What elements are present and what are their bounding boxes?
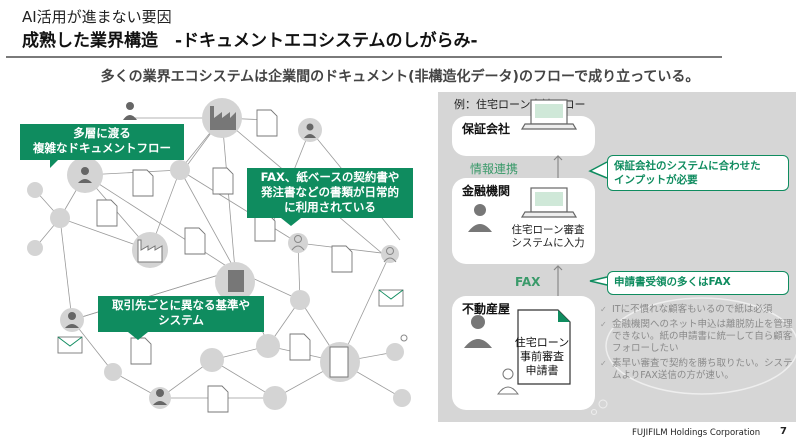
document-icon xyxy=(184,227,206,255)
doc-line: 事前審査 xyxy=(520,350,564,363)
laptop-icon xyxy=(520,187,578,218)
factory-icon xyxy=(210,106,236,130)
fax-receipt-bubble: 申請書受領の多くはFAX xyxy=(607,271,789,295)
node xyxy=(256,334,280,358)
note-line: 住宅ローン審査 xyxy=(511,224,585,236)
bubble-line: 申請書受領の多くはFAX xyxy=(614,276,731,288)
document-icon xyxy=(212,167,234,195)
bubble-line: 保証会社のシステムに合わせた xyxy=(614,160,761,172)
document-network-diagram xyxy=(27,98,411,413)
realtor-label: 不動産屋 xyxy=(462,302,511,316)
thought-item: 素早い審査で契約を勝ち取りたい。システムよりFAX送信の方が速い。 xyxy=(600,358,796,382)
person-outline-icon xyxy=(291,235,408,342)
factory-icon xyxy=(137,239,163,263)
female-person-icon xyxy=(468,204,492,232)
document-icon xyxy=(254,214,276,242)
doc-line: 住宅ローン xyxy=(514,336,570,349)
bank-label: 金融機関 xyxy=(462,184,511,198)
callout-line: システム xyxy=(158,313,204,327)
callout-line: 発注書などの書類が日常的 xyxy=(261,185,399,199)
bank-box: 金融機関 xyxy=(452,178,595,264)
document-icon xyxy=(207,385,229,413)
callout-multi-layer-flow: 多層に渡る 複雑なドキュメントフロー xyxy=(20,124,184,168)
callout-line: FAX、紙ベースの契約書や xyxy=(260,170,400,184)
document-icon xyxy=(132,169,154,197)
node xyxy=(290,290,310,310)
node xyxy=(170,160,190,180)
flow-arrows xyxy=(553,155,563,296)
guarantor-label: 保証会社 xyxy=(462,122,511,136)
flow-graphics xyxy=(464,99,796,415)
note-line: システムに入力 xyxy=(511,237,585,249)
thought-item: 金融機関へのネット申込は離脱防止を管理できない。紙の申請書に統一して自ら顧客フォ… xyxy=(600,319,796,355)
document-icon xyxy=(289,333,311,361)
callout-different-standards: 取引先ごとに異なる基準や システム xyxy=(98,296,264,340)
fax-link-label: FAX xyxy=(515,275,541,289)
document-icon xyxy=(331,245,353,273)
slide-title: 成熟した業界構造 -ドキュメントエコシステムのしがらみ- xyxy=(22,31,478,51)
realtor-thoughts: ITに不慣れな顧客もいるので紙は必須 金融機関へのネット申込は離脱防止を管理でき… xyxy=(600,304,796,385)
businessman-icon xyxy=(464,315,492,348)
title-divider xyxy=(6,56,722,58)
thought-item: ITに不慣れな顧客もいるので紙は必須 xyxy=(600,304,796,316)
info-link-label: 情報連携 xyxy=(470,162,519,176)
footer-company: FUJIFILM Holdings Corporation xyxy=(632,428,761,438)
node xyxy=(27,182,43,198)
node xyxy=(27,240,43,256)
callout-line: 複雑なドキュメントフロー xyxy=(33,141,171,155)
lead-statement: 多くの業界エコシステムは企業間のドキュメント(非構造化データ)のフローで成り立っ… xyxy=(100,69,700,85)
document-icon xyxy=(256,109,278,137)
doc-line: 申請書 xyxy=(525,364,559,377)
node xyxy=(200,348,224,372)
office-building-icon xyxy=(228,270,349,378)
document-icons xyxy=(96,109,353,413)
laptop-icon xyxy=(520,99,578,130)
callout-line: 多層に渡る xyxy=(73,126,131,140)
page-number: 7 xyxy=(780,426,787,437)
node xyxy=(393,389,411,407)
envelope-icons xyxy=(57,289,404,354)
node-person-4 xyxy=(386,343,404,361)
customer-person-icon xyxy=(497,368,519,395)
bank-system-note: 住宅ローン審査 システムに入力 xyxy=(500,224,596,250)
application-form-text: 住宅ローン 事前審査 申請書 xyxy=(514,336,570,378)
application-form-icon xyxy=(517,309,571,385)
document-icon xyxy=(130,337,152,365)
slide-supertitle: AI活用が進まない要因 xyxy=(22,8,172,26)
person-icon xyxy=(65,102,316,405)
guarantor-input-bubble: 保証会社のシステムに合わせた インプットが必要 xyxy=(607,155,789,191)
node xyxy=(50,208,70,228)
document-icon xyxy=(96,199,118,227)
guarantor-box: 保証会社 xyxy=(452,116,595,156)
callout-paper-documents: FAX、紙ベースの契約書や 発注書などの書類が日常的 に利用されている xyxy=(247,168,413,226)
bubble-pointers xyxy=(588,161,608,286)
callout-line: に利用されている xyxy=(284,200,376,214)
callout-line: 取引先ごとに異なる基準や xyxy=(112,298,250,312)
node xyxy=(104,363,122,381)
node xyxy=(263,386,287,410)
bubble-line: インプットが必要 xyxy=(614,174,698,186)
